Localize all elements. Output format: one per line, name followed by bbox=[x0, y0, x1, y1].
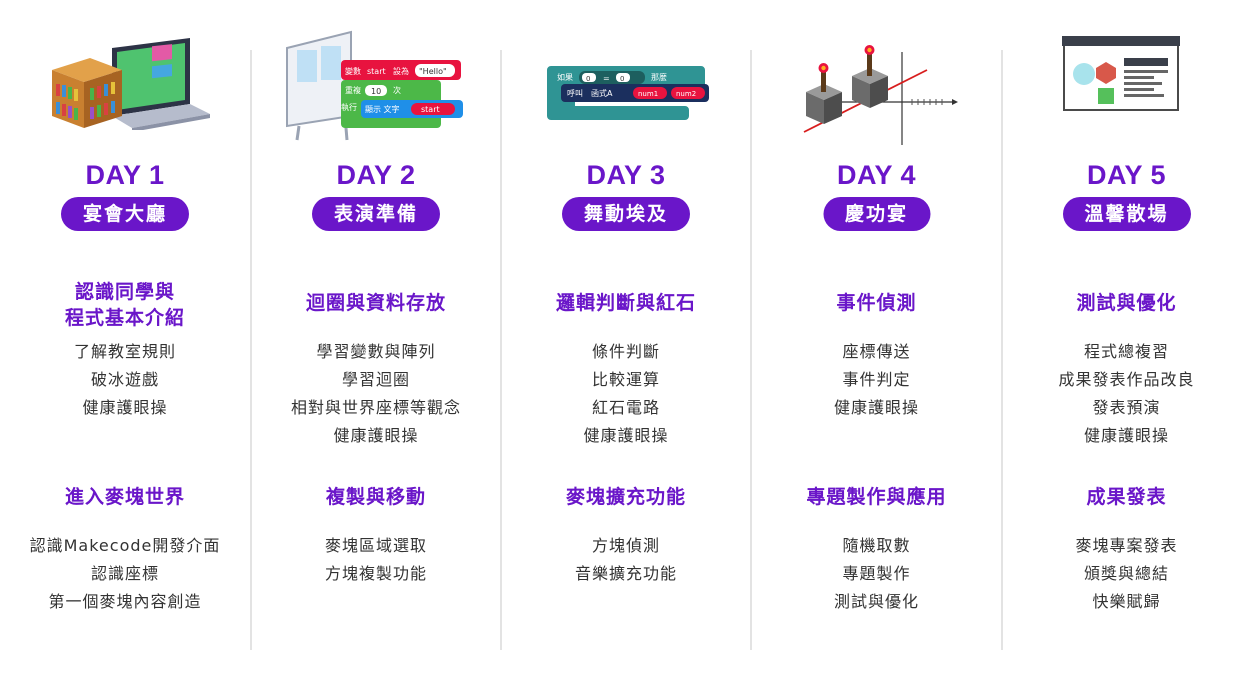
code-block-text: 0 bbox=[620, 75, 624, 83]
day-theme-badge: 溫馨散場 bbox=[1062, 197, 1191, 231]
list-item: 音樂擴充功能 bbox=[574, 564, 677, 583]
list-item: 事件判定 bbox=[842, 370, 911, 389]
redstone-torch-axes-icon bbox=[752, 30, 1001, 160]
day-1-column: DAY 1 宴會大廳 認識同學與 程式基本介紹 了解教室規則 破冰遊戲 健康護眼… bbox=[0, 0, 250, 700]
list-item: 程式總複習 bbox=[1083, 342, 1169, 361]
code-block-text: num2 bbox=[676, 90, 696, 98]
section-title: 認識同學與 程式基本介紹 bbox=[64, 281, 185, 329]
code-block-text: "Hello" bbox=[419, 67, 447, 76]
list-item: 測試與優化 bbox=[833, 592, 919, 611]
column-divider bbox=[250, 50, 252, 650]
day-title: DAY 3 bbox=[586, 160, 666, 190]
list-item: 學習迴圈 bbox=[341, 370, 410, 389]
list-item: 條件判斷 bbox=[591, 342, 660, 361]
topic-list: 條件判斷 比較運算 紅石電路 健康護眼操 bbox=[502, 338, 750, 450]
code-block-text: 重複 bbox=[345, 85, 361, 95]
section-title: 進入麥塊世界 bbox=[64, 486, 185, 508]
day-3-column: 如果 0 = 0 那麼 呼叫 函式A num1 num2 DAY 3 舞動埃及 … bbox=[502, 0, 750, 700]
day-theme-badge: 表演準備 bbox=[311, 197, 441, 231]
list-item: 隨機取數 bbox=[842, 536, 911, 555]
day-2-column: 變數 start 設為 "Hello" 重複 10 次 執行 顯示 文字 sta… bbox=[252, 0, 500, 700]
whiteboard-code-blocks-icon: 變數 start 設為 "Hello" 重複 10 次 執行 顯示 文字 sta… bbox=[252, 30, 500, 160]
code-block-text: 0 bbox=[586, 75, 590, 83]
code-block-text: 10 bbox=[371, 87, 381, 96]
code-block-text: 函式A bbox=[591, 88, 613, 98]
list-item: 方塊複製功能 bbox=[324, 564, 427, 583]
topic-list: 程式總複習 成果發表作品改良 發表預演 健康護眼操 bbox=[1003, 338, 1250, 450]
code-block-text: 如果 bbox=[557, 72, 573, 82]
section-title: 麥塊擴充功能 bbox=[565, 486, 686, 508]
column-divider bbox=[500, 50, 502, 650]
section-title: 測試與優化 bbox=[1076, 292, 1177, 314]
code-block-text: 呼叫 bbox=[567, 88, 583, 98]
list-item: 認識座標 bbox=[90, 564, 159, 583]
code-block-text: 執行 bbox=[341, 102, 357, 112]
list-item: 學習變數與陣列 bbox=[316, 342, 436, 361]
topic-list: 座標傳送 事件判定 健康護眼操 bbox=[752, 338, 1001, 422]
list-item: 第一個麥塊內容創造 bbox=[48, 592, 202, 611]
code-block-text: num1 bbox=[638, 90, 658, 98]
topic-list: 隨機取數 專題製作 測試與優化 bbox=[752, 532, 1001, 616]
day-5-column: DAY 5 溫馨散場 測試與優化 程式總複習 成果發表作品改良 發表預演 健康護… bbox=[1003, 0, 1250, 700]
day-theme-badge: 舞動埃及 bbox=[561, 197, 691, 231]
list-item: 座標傳送 bbox=[842, 342, 911, 361]
section-title: 成果發表 bbox=[1086, 486, 1167, 508]
list-item: 健康護眼操 bbox=[833, 398, 919, 417]
day-title: DAY 4 bbox=[836, 160, 917, 190]
list-item: 健康護眼操 bbox=[1083, 426, 1169, 445]
topic-list: 麥塊區域選取 方塊複製功能 bbox=[252, 532, 500, 588]
code-block-text: 那麼 bbox=[651, 72, 667, 82]
section-title: 邏輯判斷與紅石 bbox=[555, 292, 696, 314]
code-block-text: 次 bbox=[393, 85, 401, 95]
list-item: 認識Makecode開發介面 bbox=[29, 536, 221, 555]
day-theme-badge: 宴會大廳 bbox=[60, 197, 190, 231]
section-title: 迴圈與資料存放 bbox=[305, 292, 446, 314]
list-item: 比較運算 bbox=[591, 370, 660, 389]
list-item: 健康護眼操 bbox=[82, 398, 168, 417]
list-item: 發表預演 bbox=[1092, 398, 1161, 417]
list-item: 相對與世界座標等觀念 bbox=[290, 398, 461, 417]
code-block-text: start bbox=[367, 67, 386, 76]
code-block-text: 變數 bbox=[345, 66, 361, 76]
section-title: 專題製作與應用 bbox=[806, 486, 947, 508]
list-item: 麥塊區域選取 bbox=[324, 536, 427, 555]
if-block-icon: 如果 0 = 0 那麼 呼叫 函式A num1 num2 bbox=[502, 30, 750, 160]
list-item: 紅石電路 bbox=[591, 398, 660, 417]
day-title: DAY 5 bbox=[1086, 160, 1167, 190]
list-item: 快樂賦歸 bbox=[1092, 592, 1161, 611]
column-divider bbox=[1001, 50, 1003, 650]
day-title: DAY 1 bbox=[85, 160, 165, 190]
topic-list: 學習變數與陣列 學習迴圈 相對與世界座標等觀念 健康護眼操 bbox=[252, 338, 500, 450]
code-block-text: = bbox=[603, 74, 610, 83]
list-item: 健康護眼操 bbox=[333, 426, 419, 445]
list-item: 成果發表作品改良 bbox=[1058, 370, 1195, 389]
code-block-text: start bbox=[421, 105, 440, 114]
topic-list: 了解教室規則 破冰遊戲 健康護眼操 bbox=[0, 338, 250, 422]
topic-list: 方塊偵測 音樂擴充功能 bbox=[502, 532, 750, 588]
day-theme-badge: 慶功宴 bbox=[822, 197, 931, 231]
list-item: 頒獎與總結 bbox=[1083, 564, 1169, 583]
code-block-text: 顯示 文字 bbox=[365, 104, 400, 114]
section-title: 複製與移動 bbox=[325, 486, 426, 508]
list-item: 了解教室規則 bbox=[73, 342, 176, 361]
list-item: 健康護眼操 bbox=[583, 426, 669, 445]
presentation-board-icon bbox=[1003, 30, 1250, 160]
code-block-text: 設為 bbox=[393, 66, 409, 76]
list-item: 方塊偵測 bbox=[591, 536, 660, 555]
day-title: DAY 2 bbox=[336, 160, 416, 190]
topic-list: 麥塊專案發表 頒獎與總結 快樂賦歸 bbox=[1003, 532, 1250, 616]
topic-list: 認識Makecode開發介面 認識座標 第一個麥塊內容創造 bbox=[0, 532, 250, 616]
list-item: 專題製作 bbox=[842, 564, 911, 583]
list-item: 麥塊專案發表 bbox=[1075, 536, 1178, 555]
laptop-bookshelf-icon bbox=[0, 30, 250, 160]
section-title: 事件偵測 bbox=[836, 292, 917, 314]
list-item: 破冰遊戲 bbox=[90, 370, 159, 389]
day-4-column: DAY 4 慶功宴 事件偵測 座標傳送 事件判定 健康護眼操 專題製作與應用 隨… bbox=[752, 0, 1001, 700]
column-divider bbox=[750, 50, 752, 650]
